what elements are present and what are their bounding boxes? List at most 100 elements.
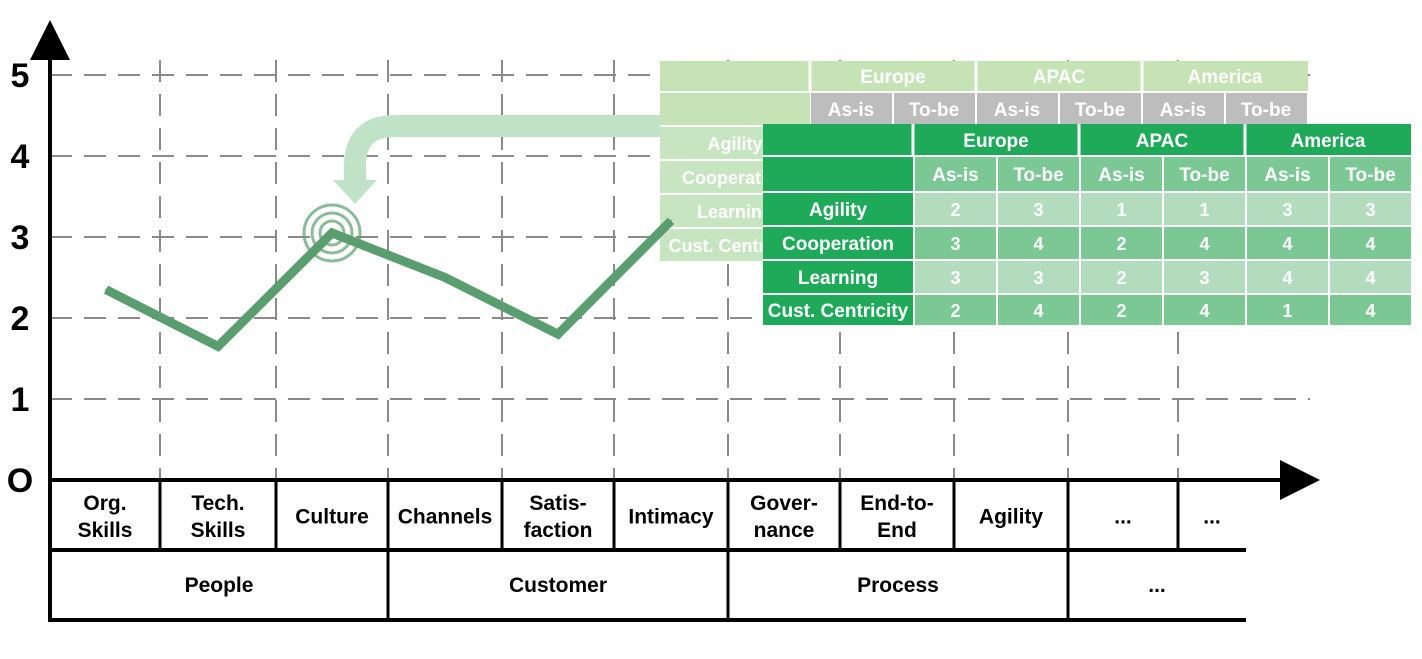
- front-value-cell: [998, 193, 1079, 225]
- group-label: People: [185, 574, 254, 597]
- callout-arrow: [333, 115, 660, 204]
- front-value-cell: [1081, 295, 1162, 325]
- category-label: Satis-faction: [524, 492, 593, 542]
- front-row-label: Cooperation: [782, 234, 894, 255]
- front-value: 1: [1199, 200, 1209, 220]
- series-point: [444, 276, 446, 279]
- front-value: 2: [950, 200, 960, 220]
- front-value-cell: [1164, 227, 1245, 259]
- front-value: 4: [1282, 268, 1292, 288]
- front-value: 4: [1282, 234, 1292, 254]
- back-subheader-label: To-be: [1241, 100, 1291, 121]
- back-region-label: APAC: [1033, 67, 1086, 88]
- front-value: 2: [1116, 301, 1126, 321]
- y-tick-label: 1: [11, 381, 30, 419]
- y-tick-label: 3: [11, 219, 30, 257]
- front-value: 2: [950, 301, 960, 321]
- front-subheader-cell: [1164, 157, 1245, 191]
- front-value-cell: [1330, 295, 1411, 325]
- front-subheader-label: To-be: [1013, 165, 1063, 186]
- front-row-label: Cust. Centricity: [768, 301, 909, 322]
- back-row-label: Agility: [707, 134, 762, 154]
- front-value: 1: [1116, 200, 1126, 220]
- front-region-label: APAC: [1136, 131, 1189, 152]
- back-subheader-cell: [1060, 93, 1141, 125]
- front-value: 2: [1116, 268, 1126, 288]
- highlight-ring: [302, 203, 362, 263]
- front-value: 3: [1365, 200, 1375, 220]
- category-label: Agility: [979, 505, 1043, 528]
- back-subheader-label: As-is: [828, 100, 874, 121]
- back-row-label: Cooperation: [682, 168, 788, 188]
- front-subheader-cell: [998, 157, 1079, 191]
- front-row-label-cell: [763, 261, 913, 293]
- front-value: 3: [1033, 200, 1043, 220]
- front-value: 2: [1116, 234, 1126, 254]
- highlight-ring: [310, 211, 354, 255]
- axes: [30, 20, 1320, 622]
- back-region-label: Europe: [860, 67, 925, 88]
- back-subheader-label: As-is: [994, 100, 1040, 121]
- front-subheader-label: To-be: [1345, 165, 1395, 186]
- front-value-cell: [1330, 261, 1411, 293]
- group-label: ...: [1148, 574, 1166, 597]
- front-value: 4: [1365, 268, 1375, 288]
- back-subheader-cell: [977, 93, 1058, 125]
- y-tick-label: 5: [11, 57, 30, 95]
- y-tick-label: 4: [11, 138, 30, 176]
- front-value-cell: [1247, 193, 1328, 225]
- front-value-cell: [1247, 295, 1328, 325]
- front-value: 1: [1282, 301, 1292, 321]
- back-subheader-cell: [1226, 93, 1307, 125]
- front-value: 3: [1033, 268, 1043, 288]
- front-value-cell: [915, 193, 996, 225]
- front-subheader-label: As-is: [1264, 165, 1310, 186]
- series-point: [105, 288, 107, 291]
- front-value: 4: [1033, 234, 1043, 254]
- category-label: Org.Skills: [78, 492, 133, 542]
- front-value: 3: [1199, 268, 1209, 288]
- front-subheader-cell: [915, 157, 996, 191]
- category-label: Gover-nance: [750, 492, 818, 542]
- front-value: 4: [1033, 301, 1043, 321]
- front-region-label: America: [1291, 131, 1366, 152]
- y-tick-label: O: [7, 462, 33, 500]
- front-value-cell: [1330, 193, 1411, 225]
- front-value: 4: [1199, 234, 1209, 254]
- front-subheader-cell: [1081, 157, 1162, 191]
- group-label: Customer: [509, 574, 607, 597]
- front-subheader-label: As-is: [1098, 165, 1144, 186]
- front-value-cell: [1164, 261, 1245, 293]
- back-subheader-label: To-be: [909, 100, 959, 121]
- series-point: [217, 345, 219, 348]
- front-value-cell: [998, 295, 1079, 325]
- front-value: 3: [950, 234, 960, 254]
- front-subheader-label: To-be: [1179, 165, 1229, 186]
- front-value-cell: [1247, 261, 1328, 293]
- front-row-label-cell: [763, 193, 913, 225]
- front-value: 4: [1365, 234, 1375, 254]
- group-label: Process: [857, 574, 939, 597]
- front-row-label-cell: [763, 295, 913, 325]
- category-label: End-to-End: [860, 492, 933, 542]
- front-value: 3: [950, 268, 960, 288]
- front-value-cell: [1164, 295, 1245, 325]
- front-value-cell: [1081, 227, 1162, 259]
- category-label: ...: [1114, 505, 1132, 528]
- category-label: Channels: [398, 505, 493, 528]
- front-row-label: Agility: [809, 200, 867, 221]
- back-subheader-cell: [894, 93, 975, 125]
- category-label: Culture: [295, 505, 369, 528]
- series-point: [557, 333, 559, 336]
- back-subheader-cell: [811, 93, 892, 125]
- category-label: Intimacy: [628, 505, 714, 528]
- front-subheader-label: As-is: [932, 165, 978, 186]
- front-region-label: Europe: [963, 131, 1028, 152]
- front-header-row: [763, 124, 1411, 155]
- front-sub-blank: [763, 157, 913, 191]
- front-value-cell: [1081, 261, 1162, 293]
